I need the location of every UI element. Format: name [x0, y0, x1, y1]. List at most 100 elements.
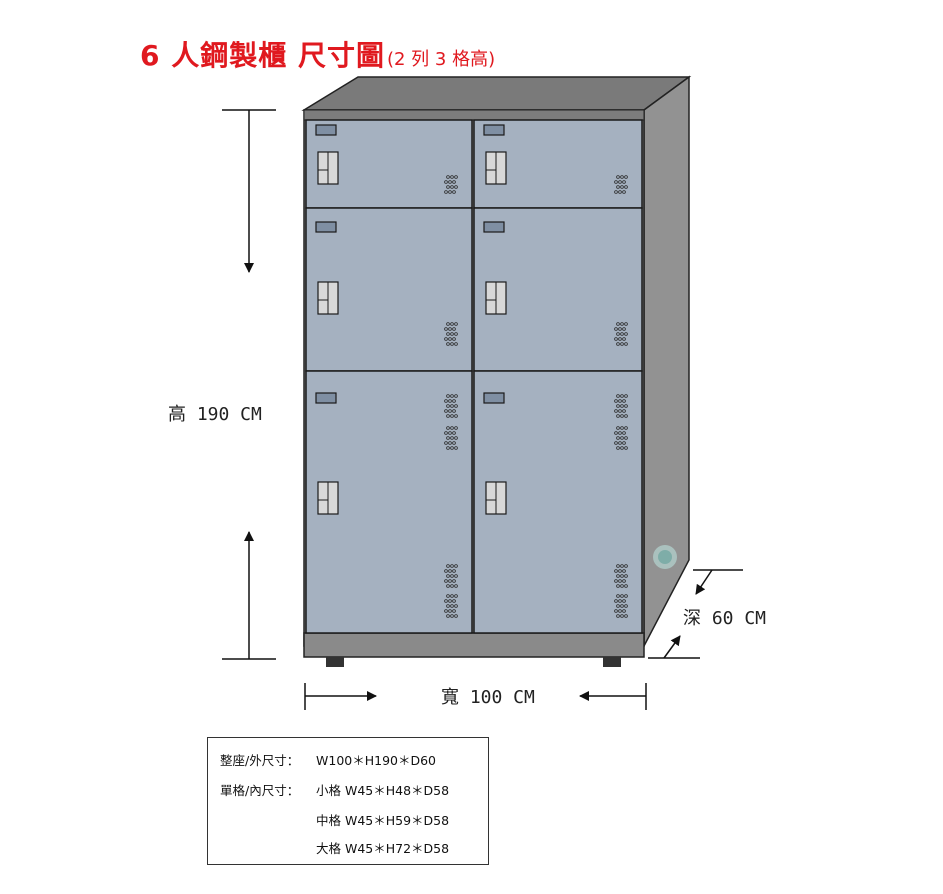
vent-hole [446, 426, 450, 430]
vent-hole [620, 426, 624, 430]
vent-hole [620, 322, 624, 326]
vent-hole [454, 594, 458, 598]
vent-hole [624, 332, 628, 336]
width-dimension [304, 683, 647, 710]
vent-hole [618, 431, 622, 435]
vent-hole [444, 190, 448, 194]
vent-hole [616, 332, 620, 336]
name-plate [315, 124, 337, 136]
vent-hole [450, 175, 454, 179]
vent-hole [444, 399, 448, 403]
spec-small-value: 小格 W45＊H48＊D58 [316, 783, 450, 798]
vent-hole [446, 594, 450, 598]
vent-hole [624, 342, 628, 346]
vent-hole [450, 604, 454, 608]
vent-holes [614, 594, 628, 618]
vent-hole [454, 604, 458, 608]
vent-hole [454, 426, 458, 430]
vent-holes [444, 426, 458, 450]
vent-hole [620, 185, 624, 189]
vent-hole [446, 394, 450, 398]
vent-hole [620, 604, 624, 608]
vent-hole [450, 436, 454, 440]
vent-hole [450, 446, 454, 450]
vent-holes [614, 564, 628, 588]
title-sub: (2 列 3 格高) [386, 49, 496, 70]
vent-hole [454, 414, 458, 418]
vent-hole [622, 579, 626, 583]
vent-holes [614, 175, 628, 194]
vent-hole [618, 609, 622, 613]
spec-unit-label: 單格/內尺寸： [220, 783, 300, 798]
vent-hole [624, 614, 628, 618]
vent-hole [622, 609, 626, 613]
vent-hole [452, 441, 456, 445]
vent-hole [624, 594, 628, 598]
vent-hole [622, 327, 626, 331]
vent-hole [616, 342, 620, 346]
vent-hole [614, 431, 618, 435]
vent-holes [614, 322, 628, 346]
vent-hole [622, 569, 626, 573]
vent-hole [454, 584, 458, 588]
vent-hole [614, 180, 618, 184]
vent-hole [452, 409, 456, 413]
vent-hole [624, 322, 628, 326]
vent-hole [450, 594, 454, 598]
watermark-logo [653, 545, 677, 569]
vent-hole [446, 342, 450, 346]
cabinet-top [301, 76, 692, 111]
vent-hole [620, 614, 624, 618]
vent-hole [624, 404, 628, 408]
vent-hole [620, 414, 624, 418]
vent-hole [446, 404, 450, 408]
page-title: 6 人鋼製櫃 尺寸圖(2 列 3 格高) [140, 34, 495, 74]
spec-large-value: 大格 W45＊H72＊D58 [316, 841, 450, 856]
vent-hole [618, 399, 622, 403]
vent-hole [614, 337, 618, 341]
vent-hole [616, 175, 620, 179]
locker-door-medium-left [305, 207, 473, 372]
cabinet-base [303, 632, 645, 658]
foot-right [603, 657, 621, 667]
vent-hole [444, 609, 448, 613]
vent-hole [616, 604, 620, 608]
vent-hole [454, 436, 458, 440]
vent-hole [622, 431, 626, 435]
vent-hole [624, 414, 628, 418]
vent-hole [620, 584, 624, 588]
vent-holes [444, 564, 458, 588]
vent-hole [614, 441, 618, 445]
vent-hole [444, 409, 448, 413]
vent-hole [448, 409, 452, 413]
vent-hole [450, 322, 454, 326]
vent-hole [448, 337, 452, 341]
vent-hole [624, 426, 628, 430]
height-dimension [222, 109, 276, 660]
vent-hole [614, 579, 618, 583]
vent-hole [452, 599, 456, 603]
vent-hole [448, 190, 452, 194]
vent-holes [444, 394, 458, 418]
vent-hole [618, 327, 622, 331]
vent-hole [624, 574, 628, 578]
vent-hole [444, 569, 448, 573]
vent-hole [446, 614, 450, 618]
vent-hole [444, 327, 448, 331]
vent-hole [614, 569, 618, 573]
vent-hole [624, 175, 628, 179]
cabinet-top-rim [303, 109, 645, 121]
depth-label: 深 60 CM [683, 604, 767, 630]
vent-hole [444, 337, 448, 341]
vent-hole [448, 579, 452, 583]
vent-hole [622, 180, 626, 184]
vent-holes [614, 426, 628, 450]
vent-hole [444, 579, 448, 583]
vent-hole [446, 584, 450, 588]
vent-hole [620, 436, 624, 440]
name-plate [483, 221, 505, 233]
vent-hole [448, 599, 452, 603]
vent-hole [616, 564, 620, 568]
vent-hole [622, 399, 626, 403]
foot-left [326, 657, 344, 667]
